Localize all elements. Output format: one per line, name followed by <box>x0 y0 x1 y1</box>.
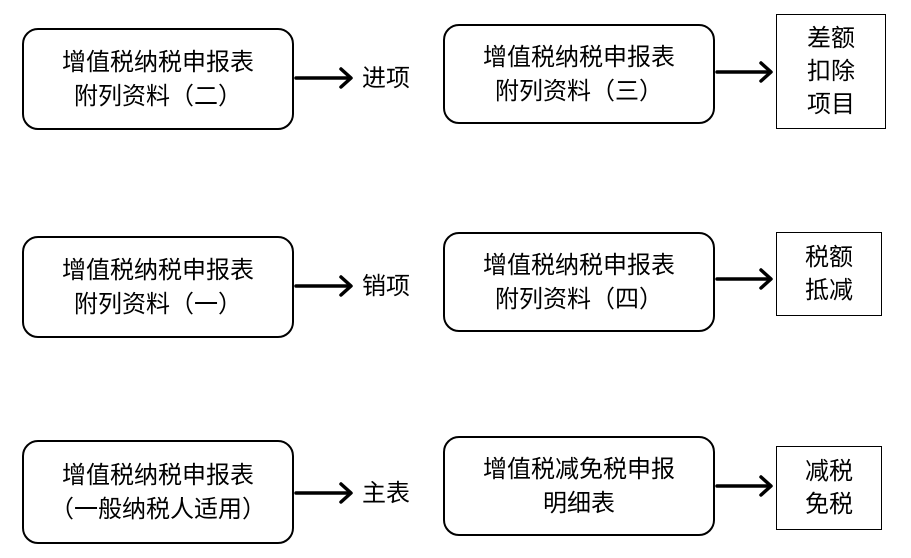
arrow-row1-left-icon <box>294 67 353 89</box>
label-output-tax: 销项 <box>362 272 410 300</box>
box-exemption-detail-line-1: 增值税减免税申报 <box>483 455 675 483</box>
arrow-row3-right-icon <box>715 475 773 497</box>
box-schedule-1-line-2: 附列资料（一） <box>74 290 242 318</box>
box-tax-credit: 税额 抵减 <box>776 232 882 316</box>
box-tax-credit-line-2: 抵减 <box>805 276 853 304</box>
box-differential-deduction-line-3: 项目 <box>807 90 855 118</box>
box-schedule-4-line-2: 附列资料（四） <box>495 285 663 313</box>
box-main-form: 增值税纳税申报表 （一般纳税人适用） <box>22 440 294 544</box>
box-schedule-3-line-2: 附列资料（三） <box>495 77 663 105</box>
box-reduction-exemption: 减税 免税 <box>776 446 882 530</box>
box-main-form-line-2: （一般纳税人适用） <box>50 495 266 523</box>
box-schedule-4-line-1: 增值税纳税申报表 <box>483 251 675 279</box>
box-exemption-detail-line-2: 明细表 <box>543 489 615 517</box>
box-differential-deduction: 差额 扣除 项目 <box>776 14 886 129</box>
box-reduction-exemption-line-2: 免税 <box>805 490 853 518</box>
label-input-tax: 进项 <box>362 64 410 92</box>
box-schedule-2: 增值税纳税申报表 附列资料（二） <box>22 28 294 130</box>
box-exemption-detail: 增值税减免税申报 明细表 <box>443 436 715 536</box>
box-schedule-4: 增值税纳税申报表 附列资料（四） <box>443 232 715 332</box>
label-main-form: 主表 <box>362 479 410 507</box>
box-reduction-exemption-line-1: 减税 <box>805 457 853 485</box>
box-tax-credit-line-1: 税额 <box>805 243 853 271</box>
arrow-row3-left-icon <box>294 482 353 504</box>
box-main-form-line-1: 增值税纳税申报表 <box>62 461 254 489</box>
arrow-row2-right-icon <box>715 268 773 290</box>
box-schedule-2-line-2: 附列资料（二） <box>74 82 242 110</box>
box-schedule-3: 增值税纳税申报表 附列资料（三） <box>443 24 715 124</box>
arrow-row2-left-icon <box>294 275 353 297</box>
box-differential-deduction-line-1: 差额 <box>807 24 855 52</box>
box-differential-deduction-line-2: 扣除 <box>807 57 855 85</box>
box-schedule-2-line-1: 增值税纳税申报表 <box>62 48 254 76</box>
box-schedule-3-line-1: 增值税纳税申报表 <box>483 43 675 71</box>
box-schedule-1-line-1: 增值税纳税申报表 <box>62 256 254 284</box>
box-schedule-1: 增值税纳税申报表 附列资料（一） <box>22 236 294 338</box>
arrow-row1-right-icon <box>715 61 773 83</box>
